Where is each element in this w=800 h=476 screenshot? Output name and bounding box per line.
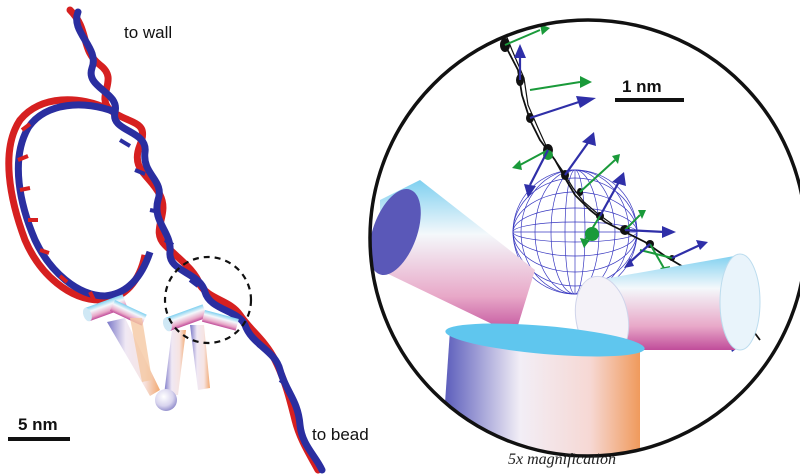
protein-cylinders-magnified: [370, 180, 761, 456]
protein-sphere: [155, 389, 177, 411]
wireframe-sphere: [512, 169, 638, 295]
green-arrowheads: [512, 24, 670, 276]
to-wall-label: to wall: [124, 23, 172, 42]
dna-overview-panel: to wall to bead 5 nm: [5, 6, 369, 474]
backbone-beads: [500, 38, 675, 261]
scale-bar-left-label: 5 nm: [18, 415, 58, 434]
magnification-circle: [368, 18, 800, 458]
blue-helix-ticks: [118, 138, 290, 388]
to-bead-label: to bead: [312, 425, 369, 444]
magnified-region-marker: [163, 255, 253, 345]
blue-dna-strand: [73, 8, 326, 474]
scale-bar-right-label: 1 nm: [622, 77, 662, 96]
magnified-panel: 1 nm 5x magnification: [368, 18, 800, 468]
protein-model: [82, 294, 239, 411]
green-force-arrows: [504, 29, 673, 271]
blue-loop: [14, 101, 154, 300]
magnification-caption: 5x magnification: [508, 451, 616, 468]
red-helix-ticks: [17, 122, 96, 301]
blue-force-arrows: [518, 55, 701, 263]
red-dna-strand: [66, 6, 322, 474]
